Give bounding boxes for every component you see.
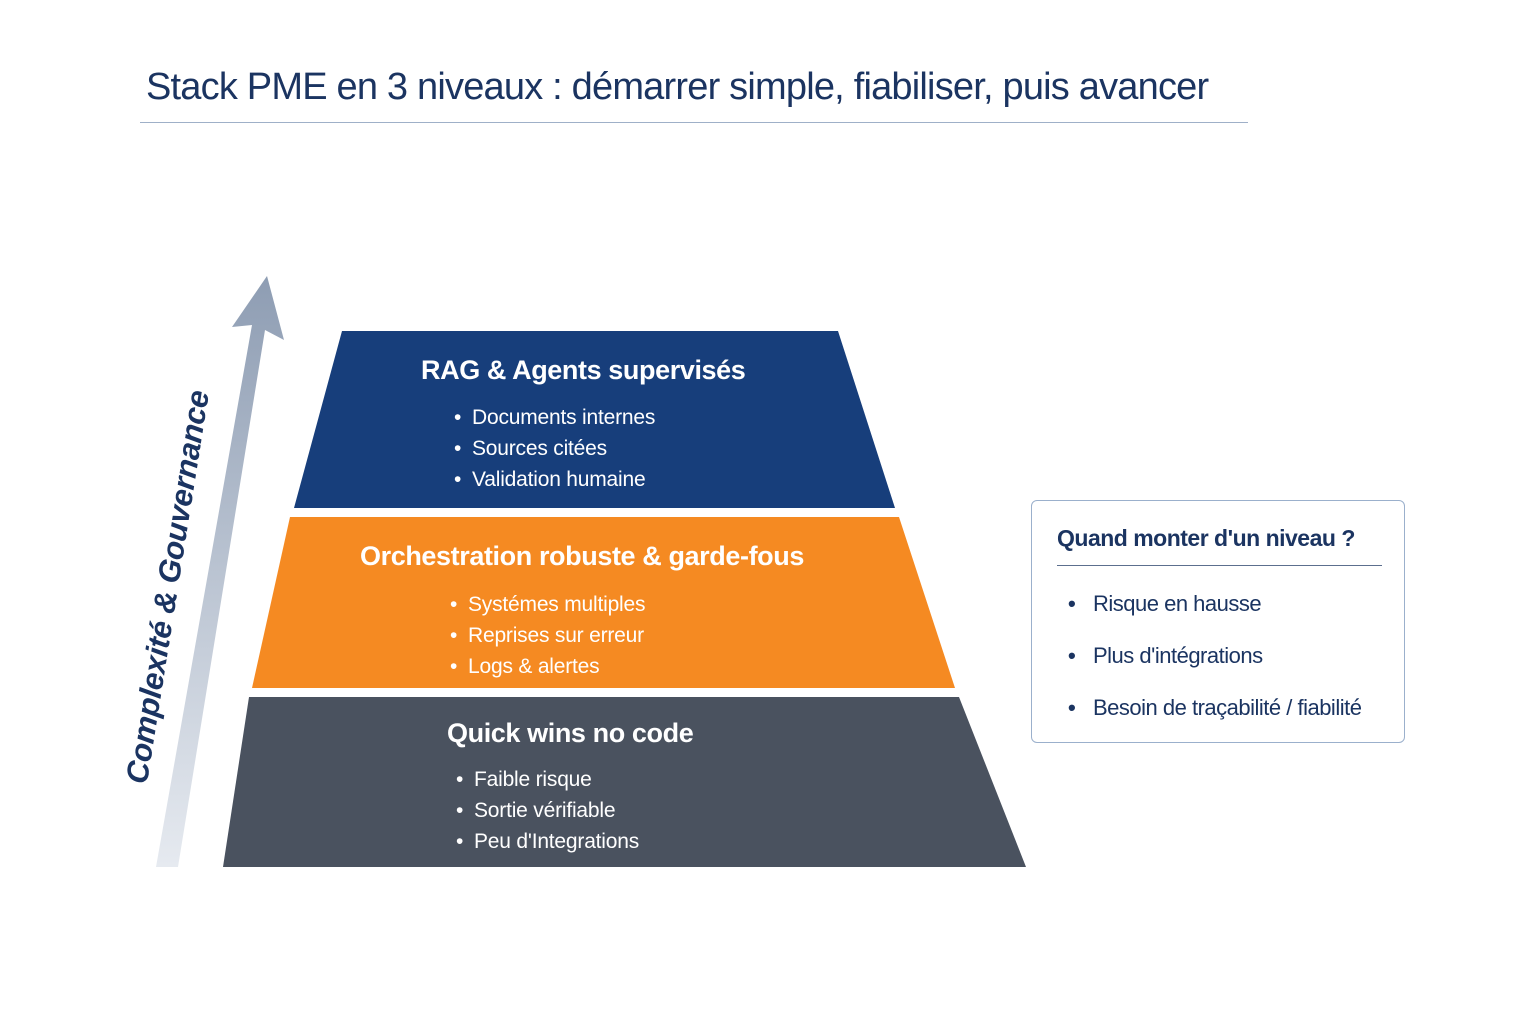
bullet-icon: • [450,655,458,678]
list-item: • Plus d'intégrations [1068,636,1361,688]
title-divider [140,122,1248,123]
list-item: • Validation humaine [454,464,655,495]
bullet-icon: • [1068,591,1076,616]
list-item: • Systémes multiples [450,589,645,620]
info-box-title: Quand monter d'un niveau ? [1057,525,1355,551]
level-middle-title: Orchestration robuste & garde-fous [360,541,804,571]
bullet-icon: • [1068,643,1076,668]
level-top-items: • Documents internes • Sources citées • Val… [454,402,655,495]
bullet-icon: • [450,593,458,616]
level-up-criteria-box: Quand monter d'un niveau ? • Risque en ha… [1031,500,1405,743]
list-item-text: Risque en hausse [1093,591,1262,616]
list-item: • Reprises sur erreur [450,620,645,651]
bullet-icon: • [454,437,462,460]
list-item-text: Sources citées [472,437,607,460]
list-item-text: Plus d'intégrations [1093,643,1263,668]
info-box-list: • Risque en hausse • Plus d'intégrations •… [1068,584,1362,740]
list-item-text: Besoin de traçabilité / fiabilité [1093,695,1362,720]
list-item-text: Sortie vérifiable [474,799,616,822]
pyramid-level-bottom-shape [223,697,1026,867]
pyramid-level-top-shape [294,331,895,508]
level-middle-items: • Systémes multiples • Reprises sur erreur… [450,589,645,682]
bullet-icon: • [456,830,464,853]
list-item: • Sortie vérifiable [456,795,639,826]
complexity-arrow [156,276,284,867]
page-title: Stack PME en 3 niveaux : démarrer simple… [146,66,1209,108]
list-item-text: Logs & alertes [468,655,600,678]
bullet-icon: • [456,799,464,822]
bullet-icon: • [454,406,462,429]
list-item: • Faible risque [456,764,639,795]
list-item: • Risque en hausse [1068,584,1361,636]
bullet-icon: • [450,624,458,647]
list-item: • Sources citées [454,433,655,464]
bullet-icon: • [454,468,462,491]
bullet-icon: • [456,768,464,791]
pyramid-level-middle-shape [252,517,955,688]
list-item-text: Peu d'Integrations [474,830,640,853]
list-item-text: Reprises sur erreur [468,624,644,647]
info-box-divider [1057,565,1382,566]
list-item: • Peu d'Integrations [456,826,639,857]
list-item: • Documents internes [454,402,655,433]
list-item-text: Documents internes [472,406,656,429]
level-top-title: RAG & Agents supervisés [421,355,746,385]
list-item-text: Faible risque [474,768,592,791]
level-bottom-title: Quick wins no code [447,718,694,748]
bullet-icon: • [1068,695,1076,720]
list-item-text: Systémes multiples [468,593,646,616]
list-item: • Besoin de traçabilité / fiabilité [1068,688,1362,740]
list-item-text: Validation humaine [472,468,646,491]
list-item: • Logs & alertes [450,651,645,682]
level-bottom-items: • Faible risque • Sortie vérifiable • Peu d… [456,764,639,857]
